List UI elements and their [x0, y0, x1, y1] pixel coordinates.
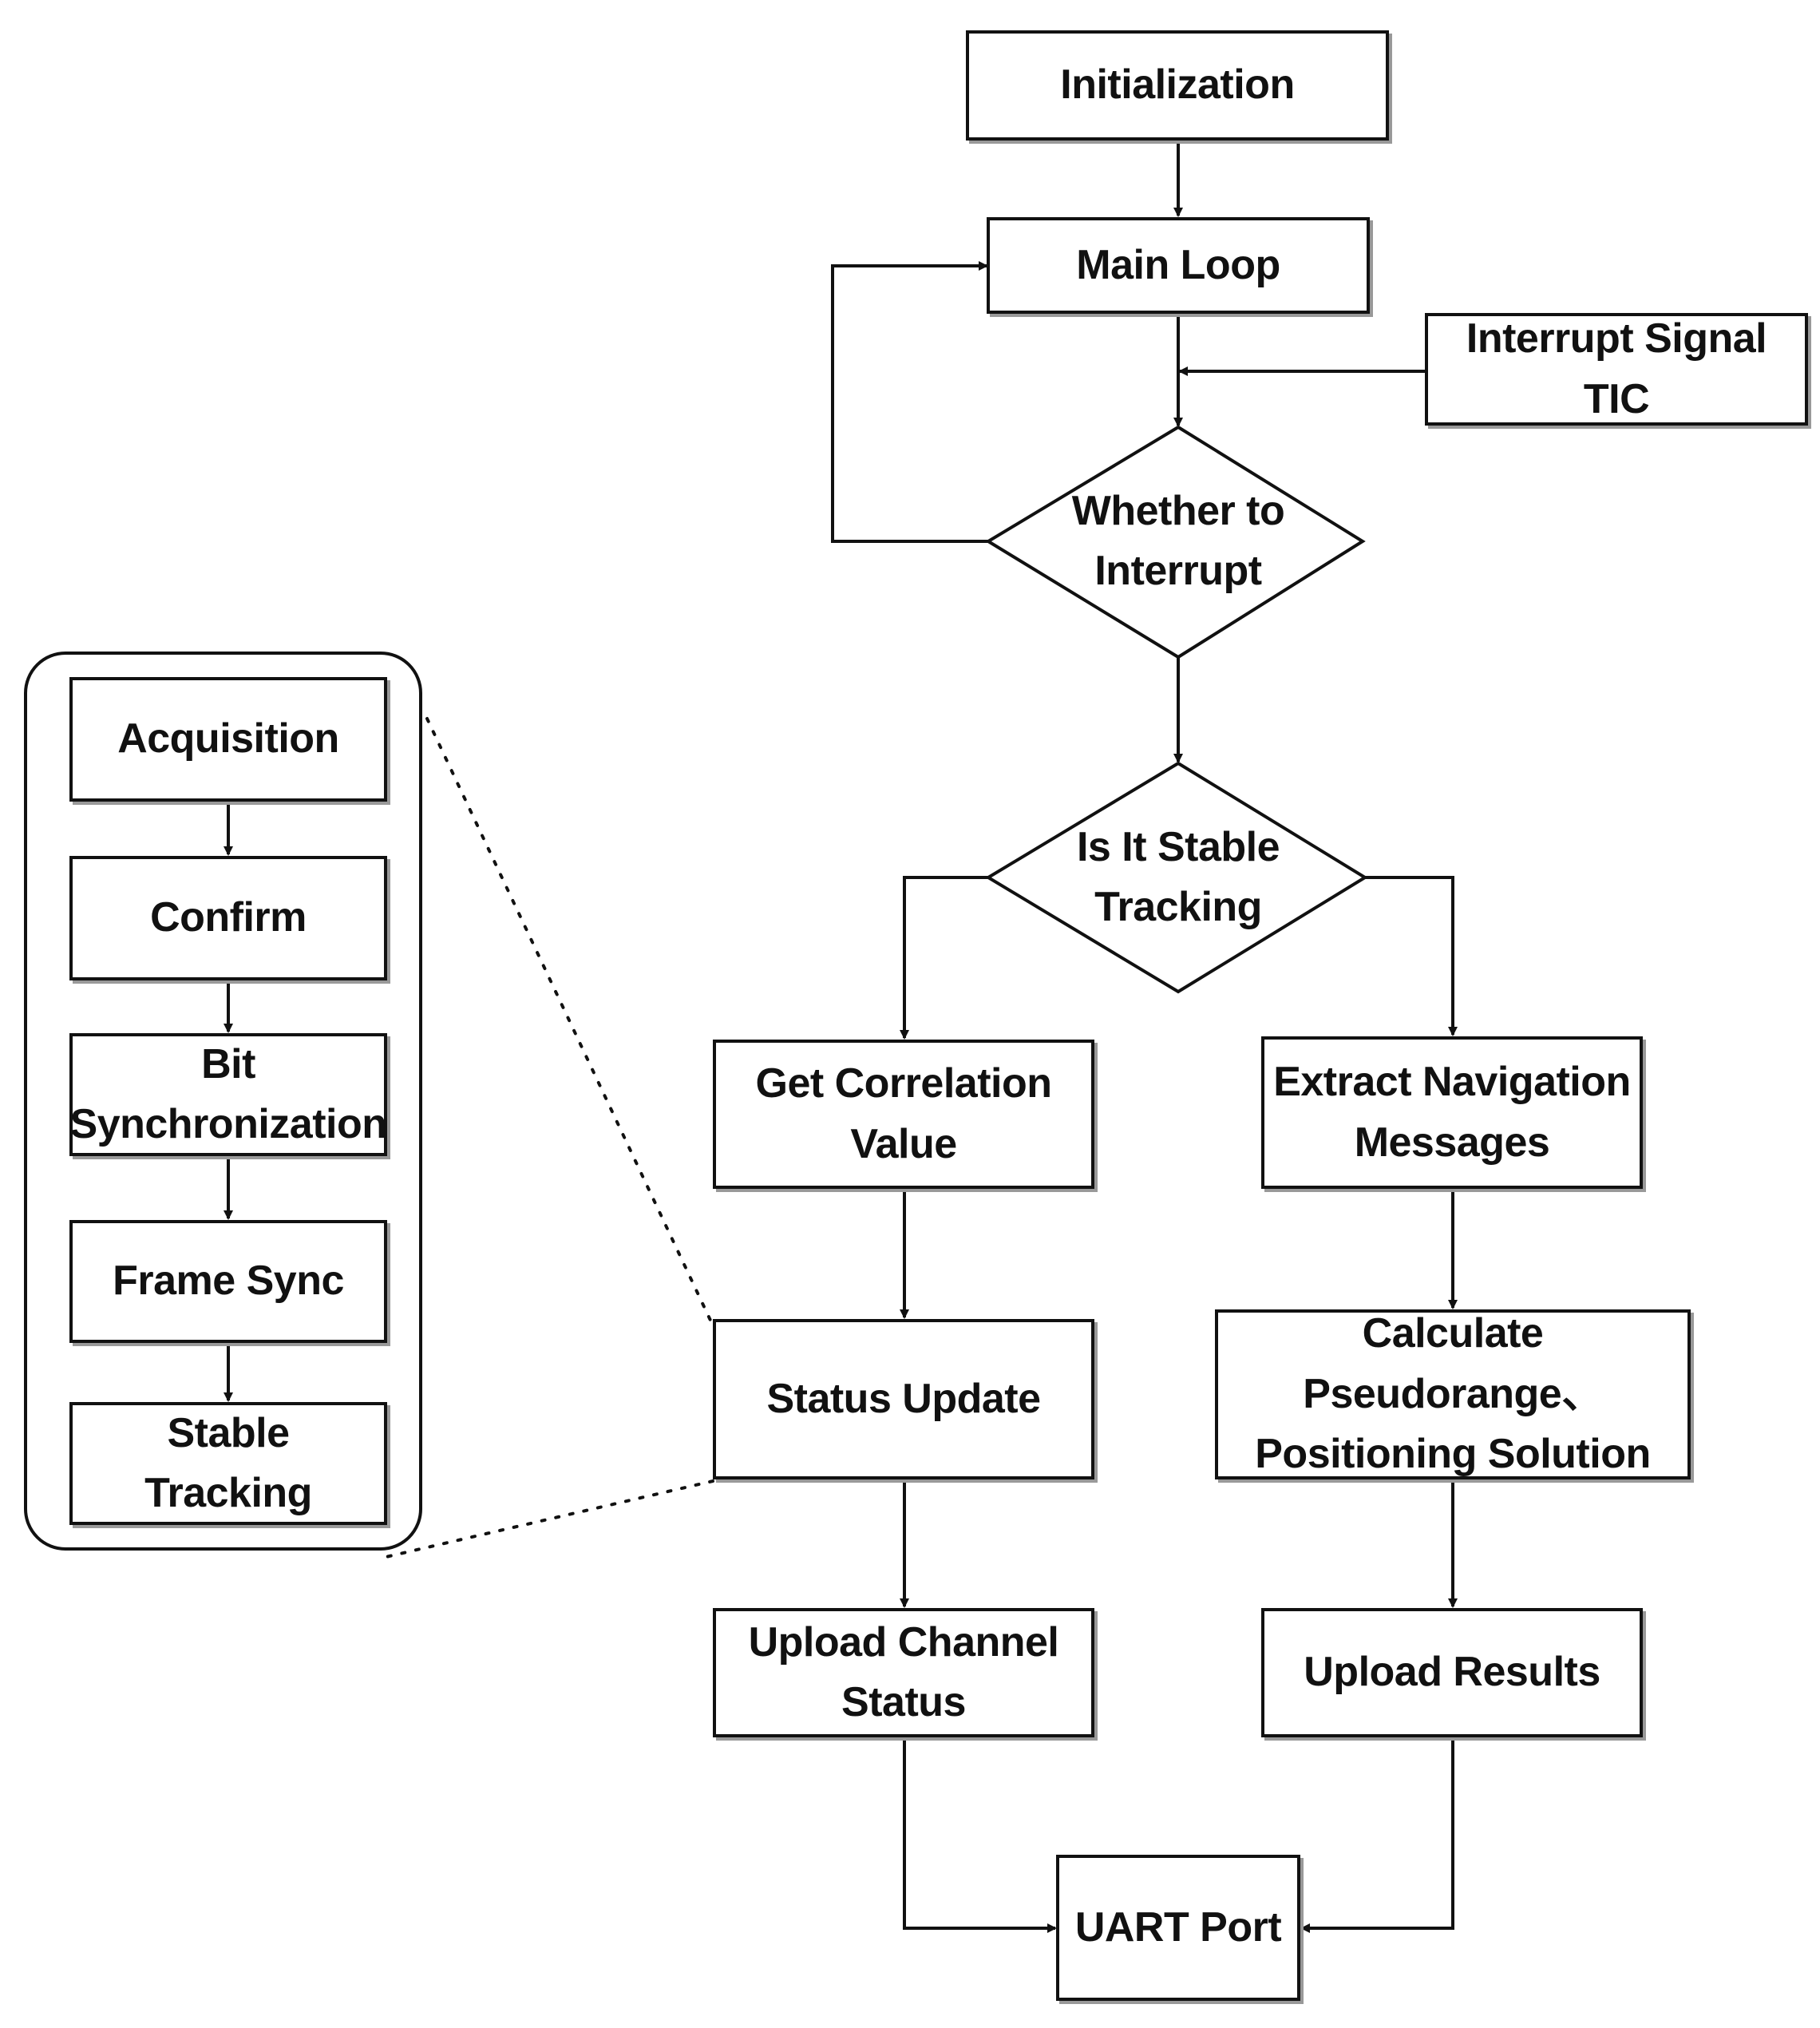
bit-synchronization-box: Bit Synchronization: [69, 1033, 387, 1156]
confirm-label: Confirm: [150, 894, 307, 941]
uart-port-label: UART Port: [1074, 1903, 1282, 1951]
edge-upload-uart-left: [903, 1737, 1057, 1933]
upload-results-label: Upload Results: [1304, 1649, 1600, 1696]
edge-stable-left: [900, 876, 988, 1040]
stable-tracking-label: Stable Tracking: [144, 1409, 312, 1516]
edge-results-uart-right: [1300, 1737, 1454, 1933]
zoom-connector-bottom: [378, 1479, 714, 1560]
extract-navigation-box: Extract Navigation Messages: [1261, 1036, 1643, 1189]
whether-to-interrupt-node: Whether to Interrupt: [988, 488, 1368, 594]
get-correlation-label: Get Correlation Value: [755, 1060, 1053, 1167]
interrupt-signal-label: Interrupt Signal TIC: [1466, 315, 1767, 422]
get-correlation-box: Get Correlation Value: [713, 1040, 1094, 1189]
whether-to-interrupt-label: Whether to Interrupt: [1071, 487, 1285, 594]
stable-tracking-diamond: [985, 761, 1368, 994]
frame-sync-box: Frame Sync: [69, 1220, 387, 1343]
acquisition-label: Acquisition: [117, 715, 339, 762]
status-update-label: Status Update: [766, 1375, 1041, 1422]
zoom-connector-top: [425, 717, 714, 1327]
upload-results-box: Upload Results: [1261, 1608, 1643, 1737]
interrupt-signal-box: Interrupt Signal TIC: [1425, 313, 1808, 426]
initialization-box: Initialization: [966, 30, 1389, 141]
tracking-states-container: [24, 652, 422, 1551]
upload-channel-status-box: Upload Channel Status: [713, 1608, 1094, 1737]
bit-synchronization-label: Bit Synchronization: [69, 1040, 387, 1147]
acquisition-box: Acquisition: [69, 677, 387, 802]
extract-navigation-label: Extract Navigation Messages: [1273, 1059, 1631, 1166]
status-update-box: Status Update: [713, 1319, 1094, 1479]
edge-stable-right: [1365, 876, 1458, 1036]
edge-loop-back: [831, 261, 988, 543]
stable-tracking-decision-node: Is It Stable Tracking: [988, 824, 1368, 930]
frame-sync-label: Frame Sync: [113, 1258, 344, 1305]
stable-tracking-decision-label: Is It Stable Tracking: [1076, 823, 1280, 930]
calculate-pseudorange-box: Calculate Pseudorange、 Positioning Solut…: [1215, 1309, 1691, 1479]
upload-channel-status-label: Upload Channel Status: [748, 1618, 1059, 1725]
main-loop-label: Main Loop: [1076, 241, 1280, 288]
uart-port-box: UART Port: [1056, 1855, 1300, 2001]
confirm-box: Confirm: [69, 856, 387, 980]
initialization-label: Initialization: [1060, 61, 1295, 109]
main-loop-box: Main Loop: [987, 217, 1370, 314]
stable-tracking-box: Stable Tracking: [69, 1402, 387, 1525]
calculate-pseudorange-label: Calculate Pseudorange、 Positioning Solut…: [1255, 1310, 1651, 1478]
